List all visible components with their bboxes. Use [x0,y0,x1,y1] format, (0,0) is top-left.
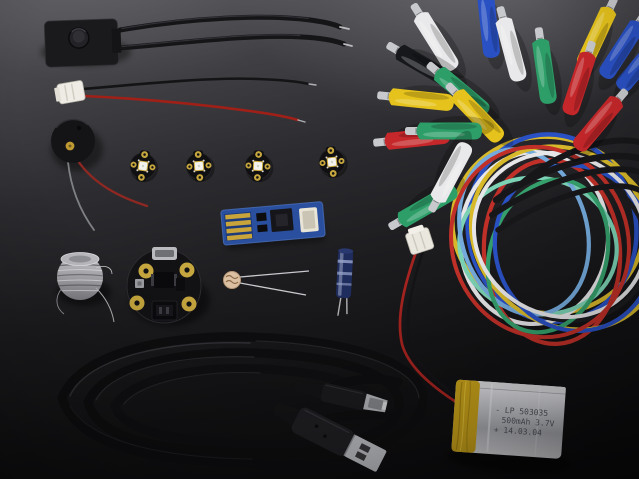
product-photo: - LP 503035 500mAh 3.7V + 14.03.04 [0,0,639,479]
photo-canvas: - LP 503035 500mAh 3.7V + 14.03.04 [0,0,639,479]
vignette-overlay [0,0,639,479]
